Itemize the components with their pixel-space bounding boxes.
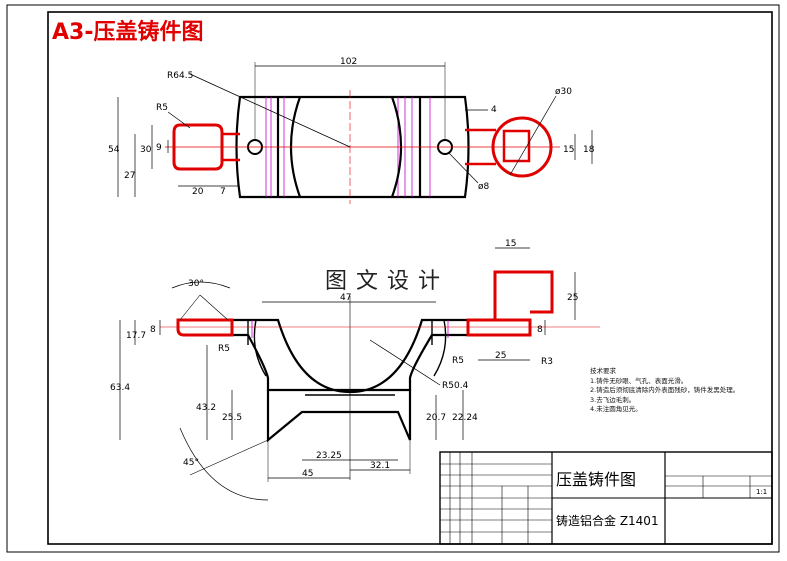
dim-25-5: 25.5 [222,413,242,423]
dim-r3: R3 [541,357,553,367]
front-view: 15 30° 47 25 17.7 8 8 R5 R5 25 R3 63.4 R… [110,239,600,501]
notes-heading: 技术要求 [590,367,616,375]
dim-20: 20 [192,187,204,197]
dim-54: 54 [108,145,120,155]
dim-8-right: 8 [537,325,543,335]
technical-requirements: 技术要求 1.铸件无砂眼、气孔、表面光滑。 2.铸造后须彻底清除内外表面残砂，铸… [590,367,739,415]
dim-r5-left: R5 [218,344,230,354]
dim-7: 7 [220,187,226,197]
drawing-title: A3-压盖铸件图 [52,20,204,45]
outer-border [6,4,780,553]
dim-4: 4 [491,105,497,115]
note-item: 1.铸件无砂眼、气孔、表面光滑。 [590,376,688,385]
dim-25-front: 25 [567,293,578,303]
inner-border [47,11,773,545]
note-item: 3.去飞边毛刺。 [590,395,636,404]
dim-15-front: 15 [505,239,516,249]
dim-dia30: ø30 [555,87,572,97]
dim-15-top: 15 [563,145,574,155]
dim-102: 102 [340,57,357,67]
dim-43-2: 43.2 [196,403,216,413]
note-item: 2.铸造后须彻底清除内外表面残砂，铸件发黑处理。 [590,386,740,394]
dim-r5-top: R5 [156,103,168,113]
dim-23-25: 23.25 [316,451,342,461]
dim-30: 30 [140,145,152,155]
dim-dia8: ø8 [478,182,490,192]
dim-47: 47 [340,293,351,303]
dim-r5-right: R5 [452,356,464,366]
top-view: R64.5 102 R5 4 ø30 54 30 9 27 20 7 15 18… [108,57,595,204]
dim-17-7: 17.7 [126,331,146,341]
dim-22-24: 22.24 [452,413,478,423]
dim-r64-5: R64.5 [167,71,193,81]
title-block-material: 铸造铝合金 Z1401 [556,514,659,528]
dim-45: 45 [302,469,313,479]
dim-20-7: 20.7 [426,413,446,423]
dim-8-left: 8 [150,325,156,335]
dim-32-1: 32.1 [370,461,390,471]
dim-18: 18 [583,145,595,155]
dim-30deg: 30° [188,279,204,289]
dim-45deg: 45° [183,458,199,468]
dim-r50-4: R50.4 [442,381,469,391]
dim-9: 9 [156,143,162,153]
dim-27: 27 [124,171,135,181]
title-block-scale: 1:1 [756,488,768,496]
watermark-text: 图文设计 [325,269,450,294]
title-block [439,451,773,545]
title-block-part-name: 压盖铸件图 [556,470,637,489]
dim-63-4: 63.4 [110,383,130,393]
note-item: 4.未注圆角见光。 [590,405,642,413]
dim-25-bottom: 25 [495,351,506,361]
